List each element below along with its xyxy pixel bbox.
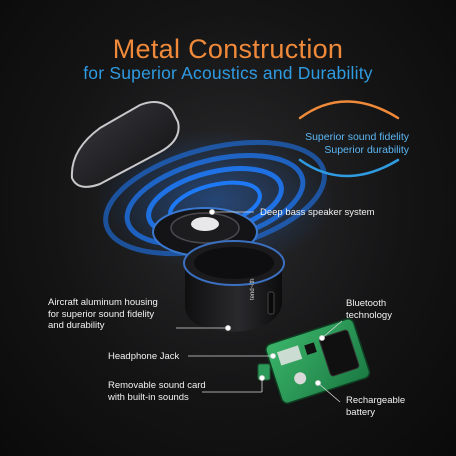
callout-housing: Aircraft aluminum housing for superior s… — [48, 297, 158, 331]
headline-title: Metal Construction — [112, 34, 344, 64]
headline-subtitle: for Superior Acoustics and Durability — [83, 63, 373, 83]
top-cap — [70, 100, 180, 188]
callout-bluetooth: Bluetooth technology — [346, 298, 392, 321]
badge-line-1: Superior sound fidelity — [305, 131, 409, 143]
feature-badge: Superior sound fidelity Superior durabil… — [280, 131, 409, 157]
callout-battery: Rechargeable battery — [346, 395, 406, 418]
badge-rings — [298, 100, 400, 178]
brand-mark: tend~ith — [250, 278, 256, 300]
callout-bass: Deep bass speaker system — [260, 207, 375, 218]
callout-lines — [176, 209, 343, 403]
callout-sound-card: Removable sound card with built-in sound… — [108, 380, 206, 403]
circuit-board — [265, 318, 371, 404]
badge-line-2: Superior durability — [324, 144, 409, 156]
callout-headphone-jack: Headphone Jack — [108, 351, 180, 362]
speaker-housing — [183, 240, 285, 332]
